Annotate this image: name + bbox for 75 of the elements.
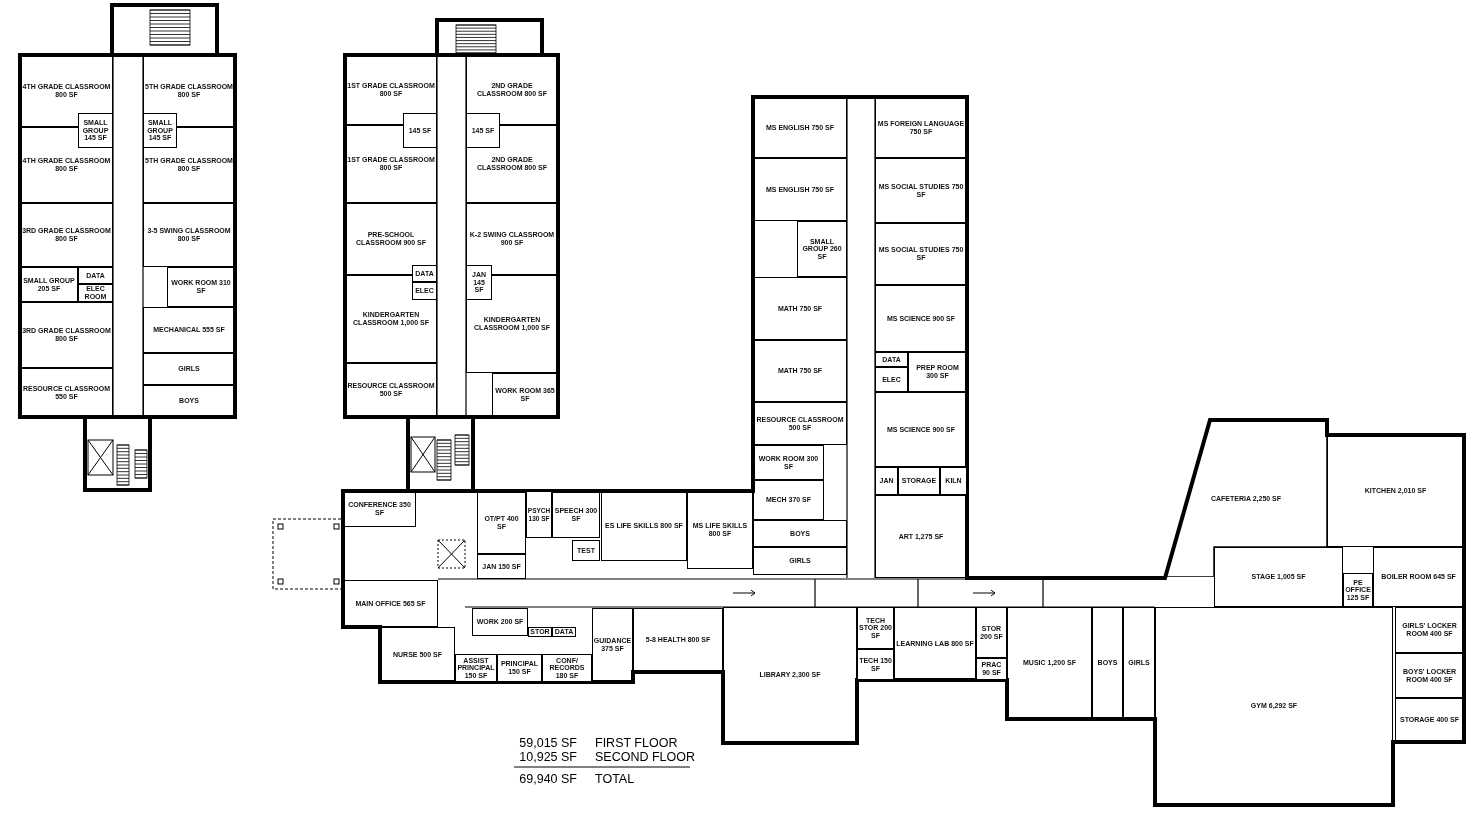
room bbox=[492, 373, 558, 417]
room bbox=[753, 277, 847, 340]
room bbox=[542, 654, 592, 682]
room bbox=[753, 402, 847, 445]
room bbox=[412, 265, 437, 282]
room bbox=[78, 267, 113, 284]
room bbox=[875, 367, 908, 392]
room bbox=[477, 554, 526, 579]
room bbox=[753, 547, 847, 575]
room bbox=[592, 608, 633, 682]
room bbox=[20, 368, 113, 417]
room bbox=[1123, 607, 1155, 719]
floor-label: TOTAL bbox=[595, 772, 635, 786]
room bbox=[526, 491, 552, 538]
room bbox=[857, 607, 894, 649]
room bbox=[1395, 607, 1464, 653]
room bbox=[343, 491, 416, 527]
room bbox=[143, 385, 235, 417]
room bbox=[20, 203, 113, 267]
area-figure: 69,940 SF bbox=[519, 772, 577, 786]
room bbox=[572, 540, 600, 561]
room bbox=[633, 608, 723, 672]
room bbox=[78, 284, 113, 302]
room bbox=[753, 97, 847, 158]
area-figure: 10,925 SF bbox=[519, 750, 577, 764]
room bbox=[687, 491, 753, 569]
room bbox=[20, 267, 78, 302]
room bbox=[797, 221, 847, 277]
room bbox=[345, 363, 437, 417]
room bbox=[875, 495, 967, 578]
room bbox=[753, 340, 847, 402]
room bbox=[143, 307, 235, 353]
room bbox=[976, 607, 1007, 658]
room bbox=[20, 302, 113, 368]
room bbox=[1373, 547, 1464, 607]
room bbox=[898, 467, 940, 495]
room bbox=[753, 445, 824, 480]
room bbox=[477, 491, 526, 554]
area-figure: 59,015 SF bbox=[519, 736, 577, 750]
room bbox=[601, 491, 687, 561]
room bbox=[472, 608, 528, 636]
room bbox=[78, 113, 113, 148]
room bbox=[875, 97, 967, 158]
room bbox=[1092, 607, 1123, 719]
room bbox=[1395, 698, 1464, 742]
room bbox=[497, 654, 542, 682]
room bbox=[875, 223, 967, 285]
room bbox=[753, 158, 847, 221]
room bbox=[380, 627, 455, 682]
room bbox=[1007, 607, 1092, 719]
room bbox=[1395, 653, 1464, 698]
room bbox=[552, 491, 600, 538]
room bbox=[857, 649, 894, 680]
room bbox=[875, 285, 967, 352]
room bbox=[908, 352, 967, 392]
room bbox=[875, 467, 898, 495]
room bbox=[875, 158, 967, 223]
room bbox=[466, 113, 500, 148]
room bbox=[143, 353, 235, 385]
room bbox=[1327, 435, 1464, 547]
room bbox=[753, 480, 824, 520]
room bbox=[875, 352, 908, 367]
room bbox=[940, 467, 967, 495]
room bbox=[143, 203, 235, 267]
room bbox=[875, 392, 967, 467]
room bbox=[143, 113, 177, 148]
room bbox=[343, 580, 438, 627]
room bbox=[894, 607, 976, 680]
room bbox=[1214, 547, 1343, 607]
room bbox=[466, 265, 492, 300]
room bbox=[753, 520, 847, 547]
room bbox=[167, 267, 235, 307]
floor-label: FIRST FLOOR bbox=[595, 736, 678, 750]
room bbox=[403, 113, 437, 148]
floor-label: SECOND FLOOR bbox=[595, 750, 695, 764]
